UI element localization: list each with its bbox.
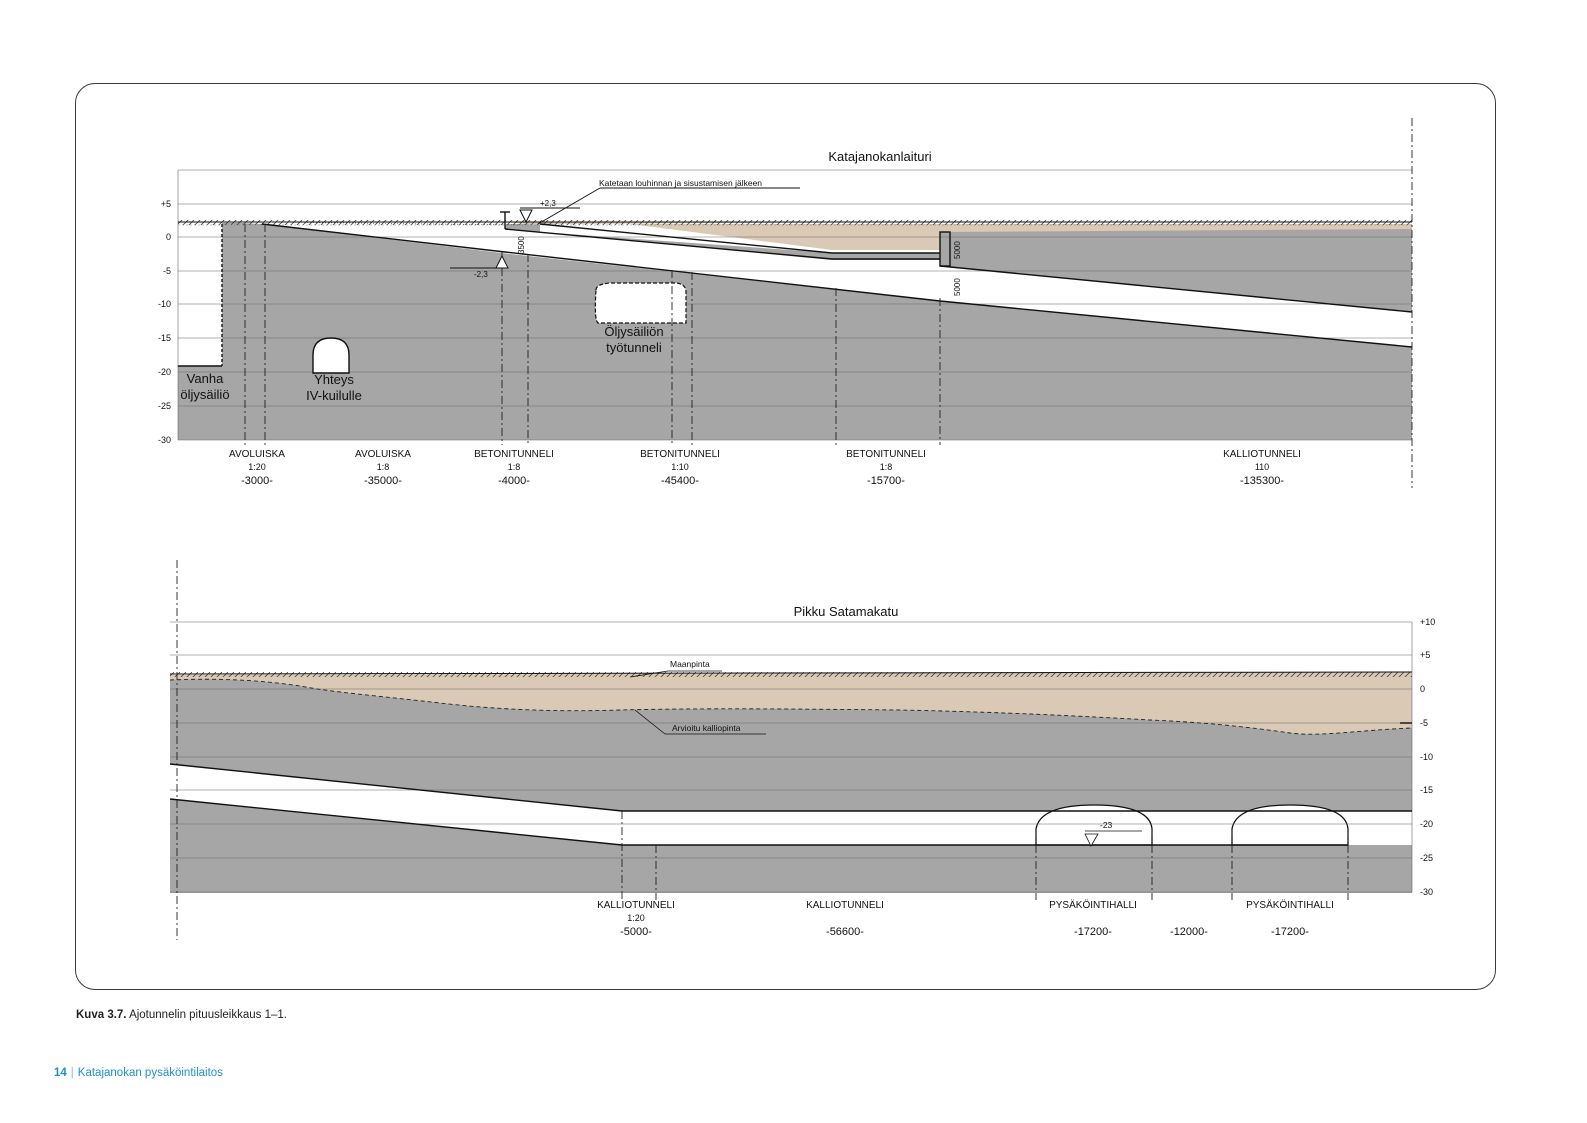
segment-slope: 1:20 [627,913,645,923]
y-label: -5 [1420,718,1428,728]
top-y-axis: +5 0 -5 -10 -15 -20 -25 -30 [158,199,171,445]
segment-name: BETONITUNNELI [640,449,720,460]
bottom-segment-labels: KALLIOTUNNELI 1:20 -5000- KALLIOTUNNELI … [597,899,1334,938]
segment-name: AVOLUISKA [355,449,411,460]
segment-name: BETONITUNNELI [474,449,554,460]
segment-length: -5000- [620,926,652,938]
y-label: +10 [1420,617,1435,627]
segment-length: -15700- [867,475,905,487]
segment-length: -45400- [661,475,699,487]
segment-length: -135300- [1240,475,1284,487]
connection-label-2: IV-kuilulle [306,388,362,403]
bottom-grid [170,621,1413,893]
y-label: -15 [1420,785,1433,795]
top-soil-right [940,224,1412,232]
segment-length: -3000- [241,475,273,487]
top-grid [177,169,1412,441]
ground-label: Maanpinta [670,659,710,669]
y-label: +5 [1420,650,1430,660]
top-section: +5 0 -5 -10 -15 -20 -25 -30 Katajanokanl… [158,118,1413,488]
segment-slope: 1:10 [671,462,689,472]
bottom-section: +10 +5 0 -5 -10 -15 -20 -25 -30 Pikku Sa… [169,560,1435,940]
caption-text: Ajotunnelin pituusleikkaus 1–1. [129,1009,287,1021]
old-tank-label-1: Vanha [187,371,224,386]
y-label: -30 [1420,887,1433,897]
page-number: 14 [54,1067,67,1079]
segment-name: KALLIOTUNNELI [597,900,675,911]
segment-length: -12000- [1170,926,1208,938]
y-label: -10 [158,299,171,309]
work-tunnel-label-2: työtunneli [606,340,662,355]
y-label: -25 [1420,853,1433,863]
top-rock [178,223,1412,440]
y-label: -10 [1420,752,1433,762]
level-bottom: -2,3 [474,270,488,279]
top-annotation: Katetaan louhinnan ja sisustamisen jälke… [599,178,762,188]
segment-name: BETONITUNNELI [846,449,926,460]
y-label: -15 [158,333,171,343]
figure-caption: Kuva 3.7. Ajotunnelin pituusleikkaus 1–1… [76,1009,287,1021]
y-label: -20 [1420,819,1433,829]
caption-label: Kuva 3.7. [76,1009,127,1021]
segment-length: -35000- [364,475,402,487]
old-tank-label-2: öljysäiliö [180,387,229,402]
segment-slope: 1:8 [508,462,521,472]
y-label: 0 [166,232,171,242]
bottom-y-axis: +10 +5 0 -5 -10 -15 -20 -25 -30 [1420,617,1435,897]
y-label: -20 [158,367,171,377]
connection-label-1: Yhteys [314,372,354,387]
document-title: Katajanokan pysäköintilaitos [77,1067,223,1079]
bottom-title: Pikku Satamakatu [794,604,899,619]
segment-slope: 1:20 [248,462,266,472]
top-segment-labels: AVOLUISKA 1:20 -3000- AVOLUISKA 1:8 -350… [229,449,1301,487]
segment-slope: 1:8 [880,462,893,472]
figure-frame [75,83,1496,990]
y-label: -5 [163,266,171,276]
bottom-soil [170,672,1412,735]
segment-name: KALLIOTUNNELI [806,900,884,911]
segment-length: -4000- [498,475,530,487]
segment-length: -17200- [1074,926,1112,938]
bottom-level: -23 [1100,820,1113,830]
dim-5000-a: 5000 [953,241,962,259]
segment-name: PYSÄKÖINTIHALLI [1049,899,1137,911]
top-tunnel-void [262,224,1412,347]
page-footer: 14|Katajanokan pysäköintilaitos [54,1067,223,1079]
segment-slope: 110 [1255,462,1269,472]
y-label: 0 [1420,684,1425,694]
work-tunnel-label-1: Öljysäiliön [604,324,663,339]
y-label: +5 [161,199,171,209]
dim-5000-b: 5000 [953,278,962,296]
segment-length: -56600- [826,926,864,938]
segment-name: PYSÄKÖINTIHALLI [1246,899,1334,911]
dim-3500: 3500 [517,236,526,254]
rock-surface-label: Arvioitu kalliopinta [672,723,741,733]
y-label: -25 [158,401,171,411]
segment-name: KALLIOTUNNELI [1223,449,1301,460]
segment-slope: 1:8 [377,462,390,472]
y-label: -30 [158,435,171,445]
segment-name: AVOLUISKA [229,449,285,460]
level-top: +2,3 [540,199,556,208]
segment-length: -17200- [1271,926,1309,938]
top-title: Katajanokanlaituri [828,149,931,164]
